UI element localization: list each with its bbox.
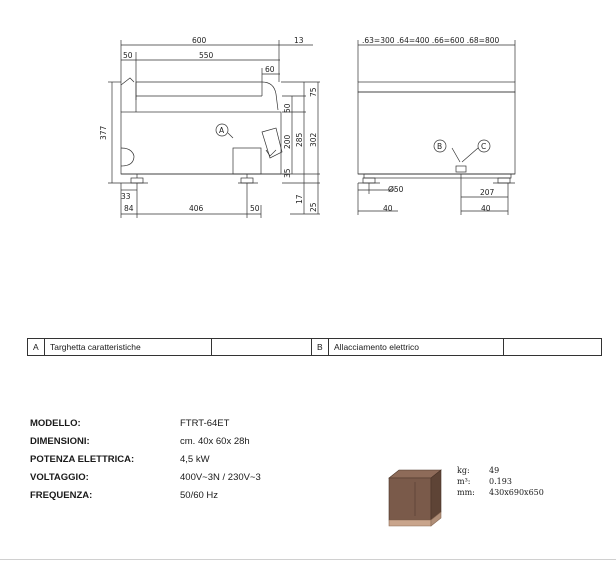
dim-406-label: 406 [189,204,204,213]
spec-label: POTENZA ELETTRICA: [30,454,135,465]
technical-drawing: 600 13 50 550 60 377 75 50 200 285 302 3… [0,0,616,240]
dim-25-label: 25 [309,202,318,212]
marker-c-label: C [481,142,486,151]
dim-60-label: 60 [265,65,275,74]
dim-550-label: 550 [199,51,214,60]
spec-label: MODELLO: [30,418,81,429]
pack-value: 430x690x650 [489,488,544,497]
dim-33-label: 33 [121,192,131,201]
spec-label: DIMENSIONI: [30,436,90,447]
spec-label: VOLTAGGIO: [30,472,89,483]
dim-377-label: 377 [99,125,108,140]
dim-dia50-label: Ø50 [388,185,404,194]
pack-key: kg: [457,466,470,475]
dim-40-right-label: 40 [481,204,491,213]
packaging-box-image [385,468,445,530]
dim-35-label: 35 [283,168,292,178]
bottom-divider [0,559,616,560]
spec-value: FTRT-64ET [180,418,230,429]
legend-b-label: Allacciamento elettrico [329,339,504,355]
pack-key: m³: [457,477,471,486]
legend-a-key: A [28,339,45,355]
marker-a-label: A [219,126,225,135]
widths-label: .63=300 .64=400 .66=600 .68=800 [362,36,499,45]
dim-600-label: 600 [192,36,207,45]
dim-50-left-label: 50 [123,51,133,60]
spec-value: 4,5 kW [180,454,210,465]
marker-a-circle [215,123,229,137]
dim-207-label: 207 [480,188,495,197]
spec-value: 50/60 Hz [180,490,219,501]
legend-table: A Targhetta caratteristiche B Allacciame… [27,338,602,356]
pack-value: 49 [489,466,500,475]
marker-c-circle [477,139,491,153]
spec-value: 400V~3N / 230V~3 [180,472,261,483]
dim-75-label: 75 [309,87,318,97]
spec-label: FREQUENZA: [30,490,93,501]
dim-84-label: 84 [124,204,134,213]
dim-302-label: 302 [309,132,318,147]
dim-13-label: 13 [294,36,304,45]
dim-17-label: 17 [295,194,304,204]
dim-40-left-label: 40 [383,204,393,213]
legend-b-key: B [312,339,329,355]
dim-50-bottom-label: 50 [250,204,260,213]
legend-a-label: Targhetta caratteristiche [45,339,212,355]
dim-285-label: 285 [295,132,304,147]
marker-b-label: B [437,142,442,151]
pack-key: mm: [457,488,475,497]
dim-200-label: 200 [283,134,292,149]
legend-a-value [212,339,312,355]
marker-b-circle [433,139,447,153]
dim-50-right-label: 50 [283,103,292,113]
drawing-canvas: 600 13 50 550 60 377 75 50 200 285 302 3… [99,36,516,218]
pack-value: 0.193 [489,477,512,486]
spec-value: cm. 40x 60x 28h [180,436,250,447]
legend-b-value [504,339,601,355]
